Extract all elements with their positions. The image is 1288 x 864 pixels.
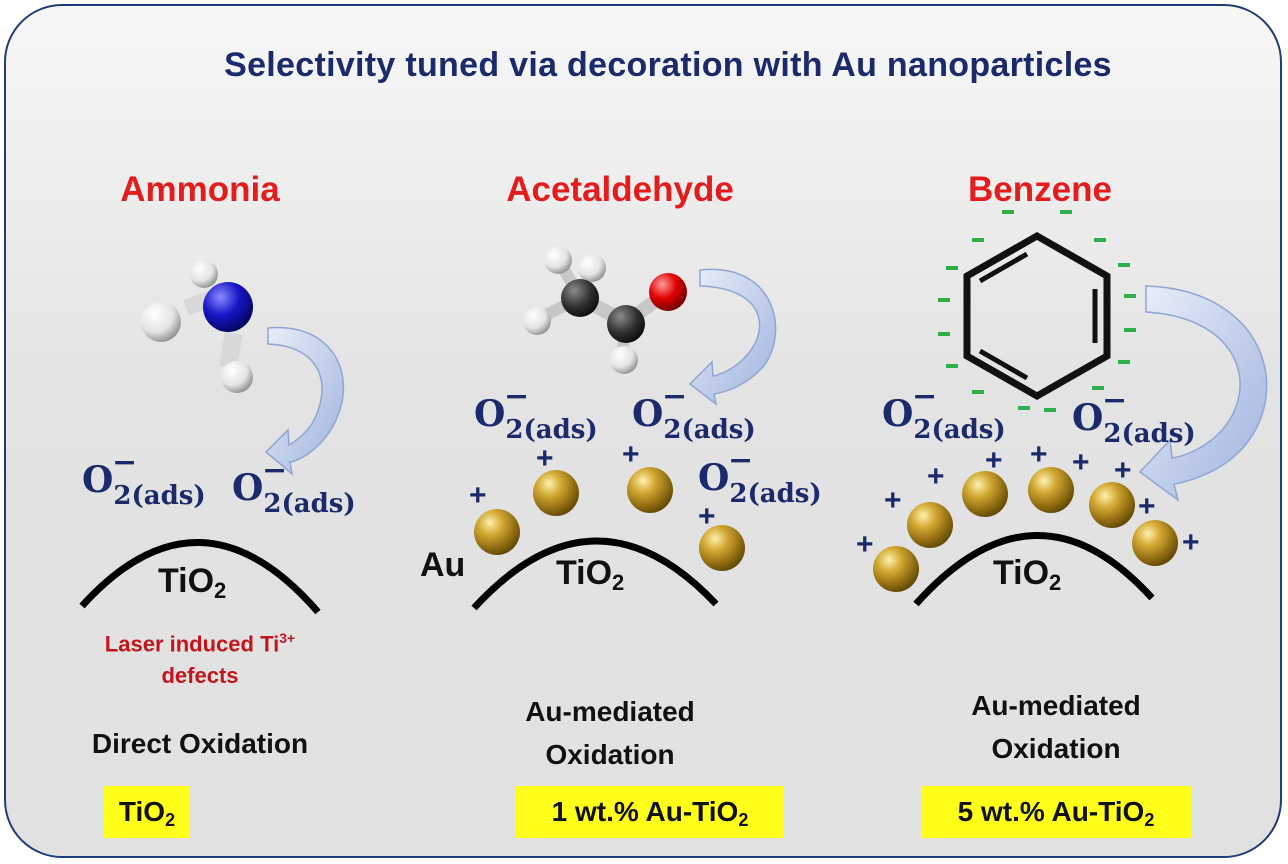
- positive-charge: +: [1072, 446, 1090, 479]
- acetaldehyde-transfer-arrow: [688, 268, 777, 406]
- mechanism-au-mediated: Au-mediated Oxidation: [525, 696, 695, 771]
- benzene-negative-charges: [938, 210, 1136, 412]
- superoxide-label: O−2(ads): [632, 379, 756, 445]
- au-nanoparticles-5wt: [873, 467, 1178, 592]
- positive-charge: +: [1114, 454, 1132, 487]
- hydrogen-atom: [523, 307, 551, 335]
- au-nanoparticle: [1089, 482, 1135, 528]
- column-title-benzene: Benzene: [968, 170, 1112, 209]
- carbon-atom: [561, 279, 599, 317]
- positive-charge: +: [1030, 438, 1048, 471]
- hydrogen-atom: [610, 346, 638, 374]
- ammonia-molecule: [141, 260, 253, 393]
- au-nanoparticle: [1132, 520, 1178, 566]
- positive-charge: +: [469, 479, 487, 512]
- positive-charge: +: [536, 442, 554, 475]
- column-title-acetaldehyde: Acetaldehyde: [506, 170, 734, 209]
- superoxide-label: O−2(ads): [232, 453, 356, 519]
- support-label-tio2: TiO2: [158, 562, 227, 603]
- positive-charge: +: [927, 460, 945, 493]
- carbon-atom: [607, 305, 645, 343]
- tio2-support-arc: [913, 532, 1155, 607]
- figure-title: Selectivity tuned via decoration with Au…: [224, 46, 1112, 84]
- positive-charge: +: [1182, 526, 1200, 559]
- au-nanoparticle: [873, 546, 919, 592]
- au-nanoparticles-1wt: [474, 467, 745, 571]
- catalyst-badge-5wt-au-tio2: 5 wt.% Au-TiO2: [921, 786, 1191, 838]
- hydrogen-atom: [221, 361, 253, 393]
- positive-charge: +: [856, 528, 874, 561]
- acetaldehyde-molecule: [523, 246, 687, 374]
- mechanism-au-mediated: Au-mediated Oxidation: [971, 690, 1141, 765]
- defect-note: Laser induced Ti3+ defects: [104, 630, 296, 689]
- mechanism-direct-oxidation: Direct Oxidation: [91, 728, 309, 759]
- support-label-tio2: TiO2: [556, 554, 625, 595]
- benzene-molecule: [963, 231, 1111, 401]
- superoxide-label: O−2(ads): [474, 379, 598, 445]
- oxygen-atom: [649, 273, 687, 311]
- positive-charge: +: [985, 444, 1003, 477]
- nitrogen-atom: [203, 282, 253, 332]
- au-nanoparticle: [1028, 467, 1074, 513]
- superoxide-label: O−2(ads): [882, 379, 1006, 445]
- au-nanoparticle: [627, 467, 673, 513]
- tio2-support-arc: [471, 537, 719, 611]
- hydrogen-atom: [578, 254, 606, 282]
- positive-charge: +: [1138, 490, 1156, 523]
- hydrogen-atom: [190, 260, 218, 288]
- au-nanoparticle: [699, 525, 745, 571]
- tio2-support-arc: [79, 539, 321, 615]
- au-nanoparticle: [474, 509, 520, 555]
- column-title-ammonia: Ammonia: [120, 170, 280, 209]
- positive-charge: +: [698, 500, 716, 533]
- hydrogen-atom: [544, 246, 572, 274]
- au-nanoparticle: [907, 502, 953, 548]
- superoxide-label: O−2(ads): [82, 445, 206, 511]
- catalyst-badge-tio2: TiO2: [104, 786, 190, 838]
- benzene-transfer-arrow: [1138, 285, 1268, 502]
- hydrogen-atom: [141, 302, 181, 342]
- ammonia-transfer-arrow: [264, 326, 345, 476]
- au-nanoparticle: [533, 470, 579, 516]
- figure-frame: [4, 4, 1282, 858]
- au-label: Au: [420, 546, 466, 584]
- superoxide-label: O−2(ads): [698, 443, 822, 509]
- au-nanoparticle: [962, 471, 1008, 517]
- positive-charge: +: [884, 484, 902, 517]
- superoxide-label: O−2(ads): [1072, 383, 1196, 449]
- positive-charge: +: [622, 438, 640, 471]
- catalyst-badge-1wt-au-tio2: 1 wt.% Au-TiO2: [516, 786, 784, 838]
- support-label-tio2: TiO2: [993, 554, 1062, 595]
